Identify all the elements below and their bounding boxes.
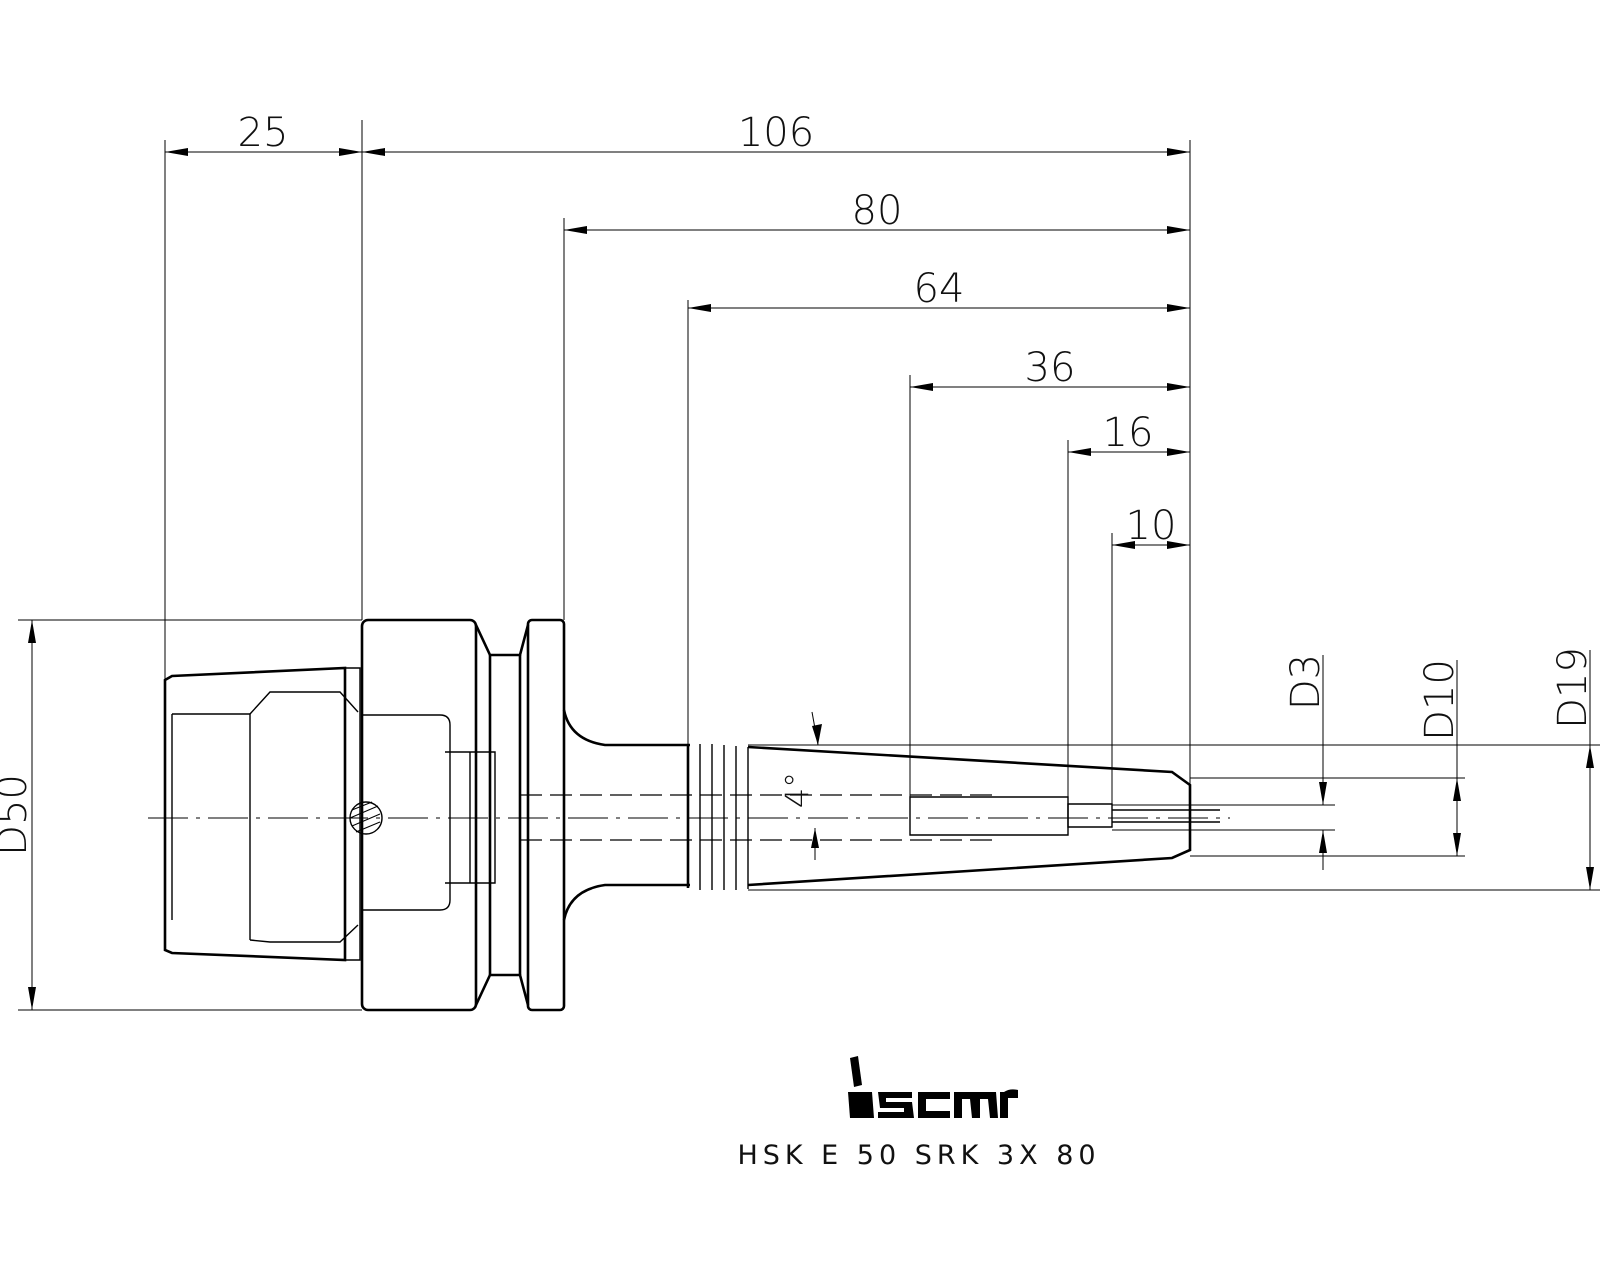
- dia-10-label: D10: [1417, 659, 1463, 741]
- dim-36-label: 36: [1025, 345, 1076, 391]
- tool-outline: [163, 618, 1220, 1012]
- centre-lines: [148, 794, 1230, 841]
- dim-106-label: 106: [738, 110, 814, 156]
- extension-lines: [18, 120, 1600, 1011]
- model-caption: HSK E 50 SRK 3X 80: [737, 1140, 1100, 1171]
- dia-19-label: D19: [1550, 647, 1596, 729]
- angle-label: 4°: [778, 772, 816, 808]
- iscar-logo: [848, 1056, 1018, 1118]
- dim-64-label: 64: [914, 266, 965, 312]
- dia-50-label: D50: [0, 774, 36, 856]
- dimension-labels: 25 106 80 64 36 16 10 D50 D3 D10 D19 4°: [0, 110, 1596, 856]
- dim-80-label: 80: [852, 188, 903, 234]
- dimension-lines: [28, 148, 1594, 1010]
- dim-25-label: 25: [238, 110, 289, 156]
- dim-10-label: 10: [1126, 503, 1177, 549]
- dim-16-label: 16: [1103, 410, 1154, 456]
- dia-3-label: D3: [1283, 654, 1329, 710]
